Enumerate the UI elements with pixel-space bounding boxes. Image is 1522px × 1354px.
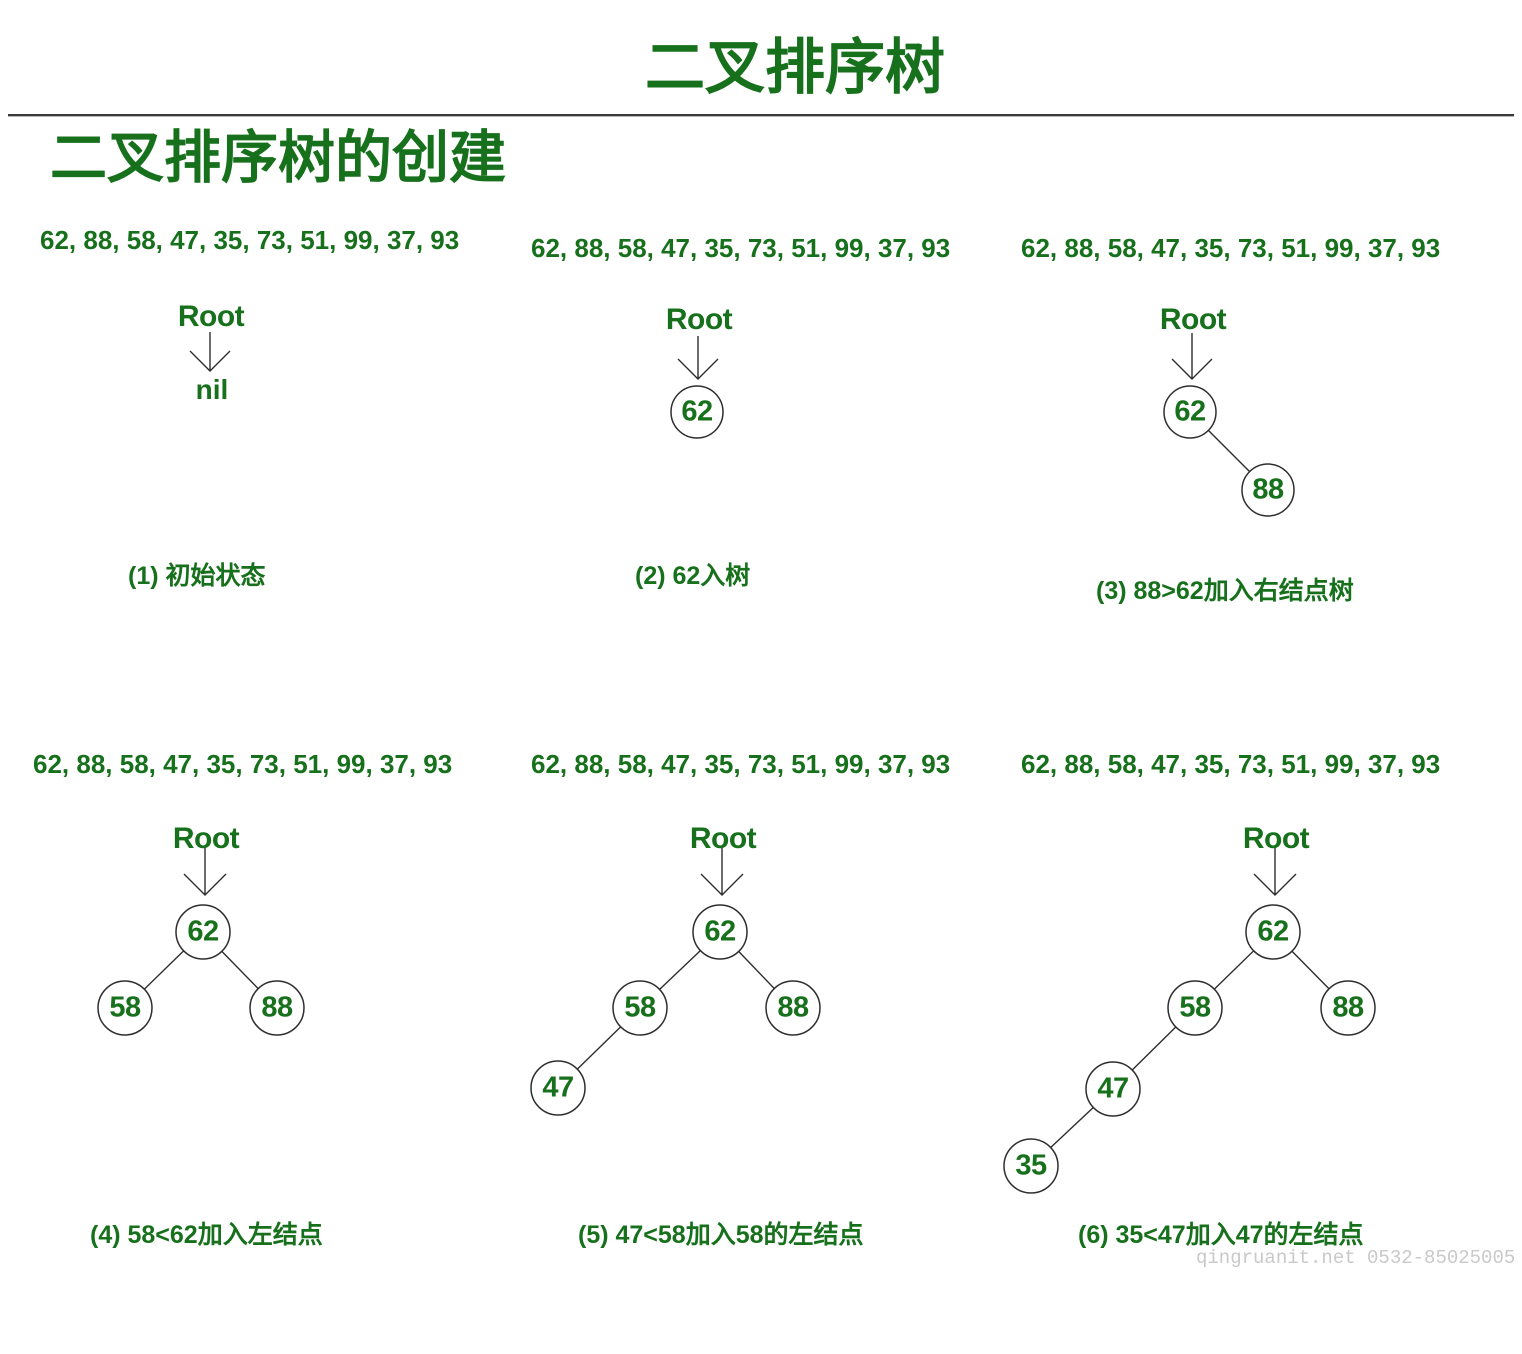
root-arrow-icon-panel-2 (677, 336, 719, 380)
tree-node-value: 35 (1015, 1149, 1047, 1182)
sequence-line-panel-1: 62, 88, 58, 47, 35, 73, 51, 99, 37, 93 (40, 225, 460, 255)
tree-node-value: 88 (261, 991, 293, 1024)
tree-node-circle (612, 980, 668, 1036)
sequence-line-panel-3: 62, 88, 58, 47, 35, 73, 51, 99, 37, 93 (1021, 233, 1441, 263)
tree-node-circle (1163, 385, 1217, 439)
tree-node-circle (670, 385, 724, 439)
tree-node-circle (692, 904, 748, 960)
tree-node-circle (1167, 980, 1223, 1036)
tree-node-circle (765, 980, 821, 1036)
page-subtitle: 二叉排序树的创建 (50, 126, 506, 190)
tree-node-value: 58 (1179, 991, 1211, 1024)
sequence-line-panel-4: 62, 88, 58, 47, 35, 73, 51, 99, 37, 93 (33, 749, 453, 779)
page-title: 二叉排序树 (645, 34, 945, 101)
root-arrow-icon-panel-4 (183, 848, 227, 896)
tree-node-circle (1320, 980, 1376, 1036)
tree-node-circle (530, 1060, 586, 1116)
tree-node-value: 47 (1097, 1072, 1129, 1105)
title-divider (8, 114, 1514, 117)
tree-node-value: 62 (681, 395, 713, 428)
panel-5-caption: (5) 47<58加入58的左结点 (578, 1221, 864, 1249)
watermark: qingruanit.net 0532-85025005 (1196, 1247, 1516, 1269)
tree-node-value: 88 (1332, 991, 1364, 1024)
root-label-panel-6: Root (1242, 822, 1310, 855)
root-label-panel-5: Root (689, 822, 757, 855)
root-label-panel-4: Root (172, 822, 240, 855)
tree-node-circle (1241, 463, 1295, 517)
root-label-panel-1: Root (177, 300, 245, 333)
root-label-panel-3: Root (1159, 303, 1227, 336)
tree-node-value: 58 (109, 991, 141, 1024)
root-arrow-icon-panel-1 (189, 332, 231, 372)
tree-node-circle (175, 904, 231, 960)
sequence-line-panel-6: 62, 88, 58, 47, 35, 73, 51, 99, 37, 93 (1021, 749, 1441, 779)
tree-node-value: 62 (704, 915, 736, 948)
panel-4-caption: (4) 58<62加入左结点 (90, 1221, 323, 1249)
panel-6-caption: (6) 35<47加入47的左结点 (1078, 1221, 1364, 1249)
tree-node-value: 47 (542, 1071, 574, 1104)
sequence-line-panel-5: 62, 88, 58, 47, 35, 73, 51, 99, 37, 93 (531, 749, 951, 779)
panel-3-caption: (3) 88>62加入右结点树 (1096, 577, 1354, 605)
nil-label: nil (195, 374, 229, 405)
tree-node-value: 62 (1257, 915, 1289, 948)
tree-node-value: 88 (777, 991, 809, 1024)
root-label-panel-2: Root (665, 303, 733, 336)
tree-node-value: 62 (1174, 395, 1206, 428)
tree-node-circle (1085, 1061, 1141, 1117)
tree-edge (1030, 931, 1349, 1167)
tree-node-value: 88 (1252, 473, 1284, 506)
tree-node-circle (97, 980, 153, 1036)
root-arrow-icon-panel-3 (1171, 333, 1213, 380)
tree-node-value: 58 (624, 991, 656, 1024)
tree-node-circle (1245, 904, 1301, 960)
tree-node-circle (1003, 1138, 1059, 1194)
panel-1-caption: (1) 初始状态 (128, 562, 266, 590)
tree-node-value: 62 (187, 915, 219, 948)
tree-node-circle (249, 980, 305, 1036)
sequence-line-panel-2: 62, 88, 58, 47, 35, 73, 51, 99, 37, 93 (531, 233, 951, 263)
root-arrow-icon-panel-6 (1253, 848, 1297, 896)
panel-2-caption: (2) 62入树 (635, 562, 751, 590)
root-arrow-icon-panel-5 (700, 848, 744, 896)
tree-edge (557, 931, 794, 1089)
